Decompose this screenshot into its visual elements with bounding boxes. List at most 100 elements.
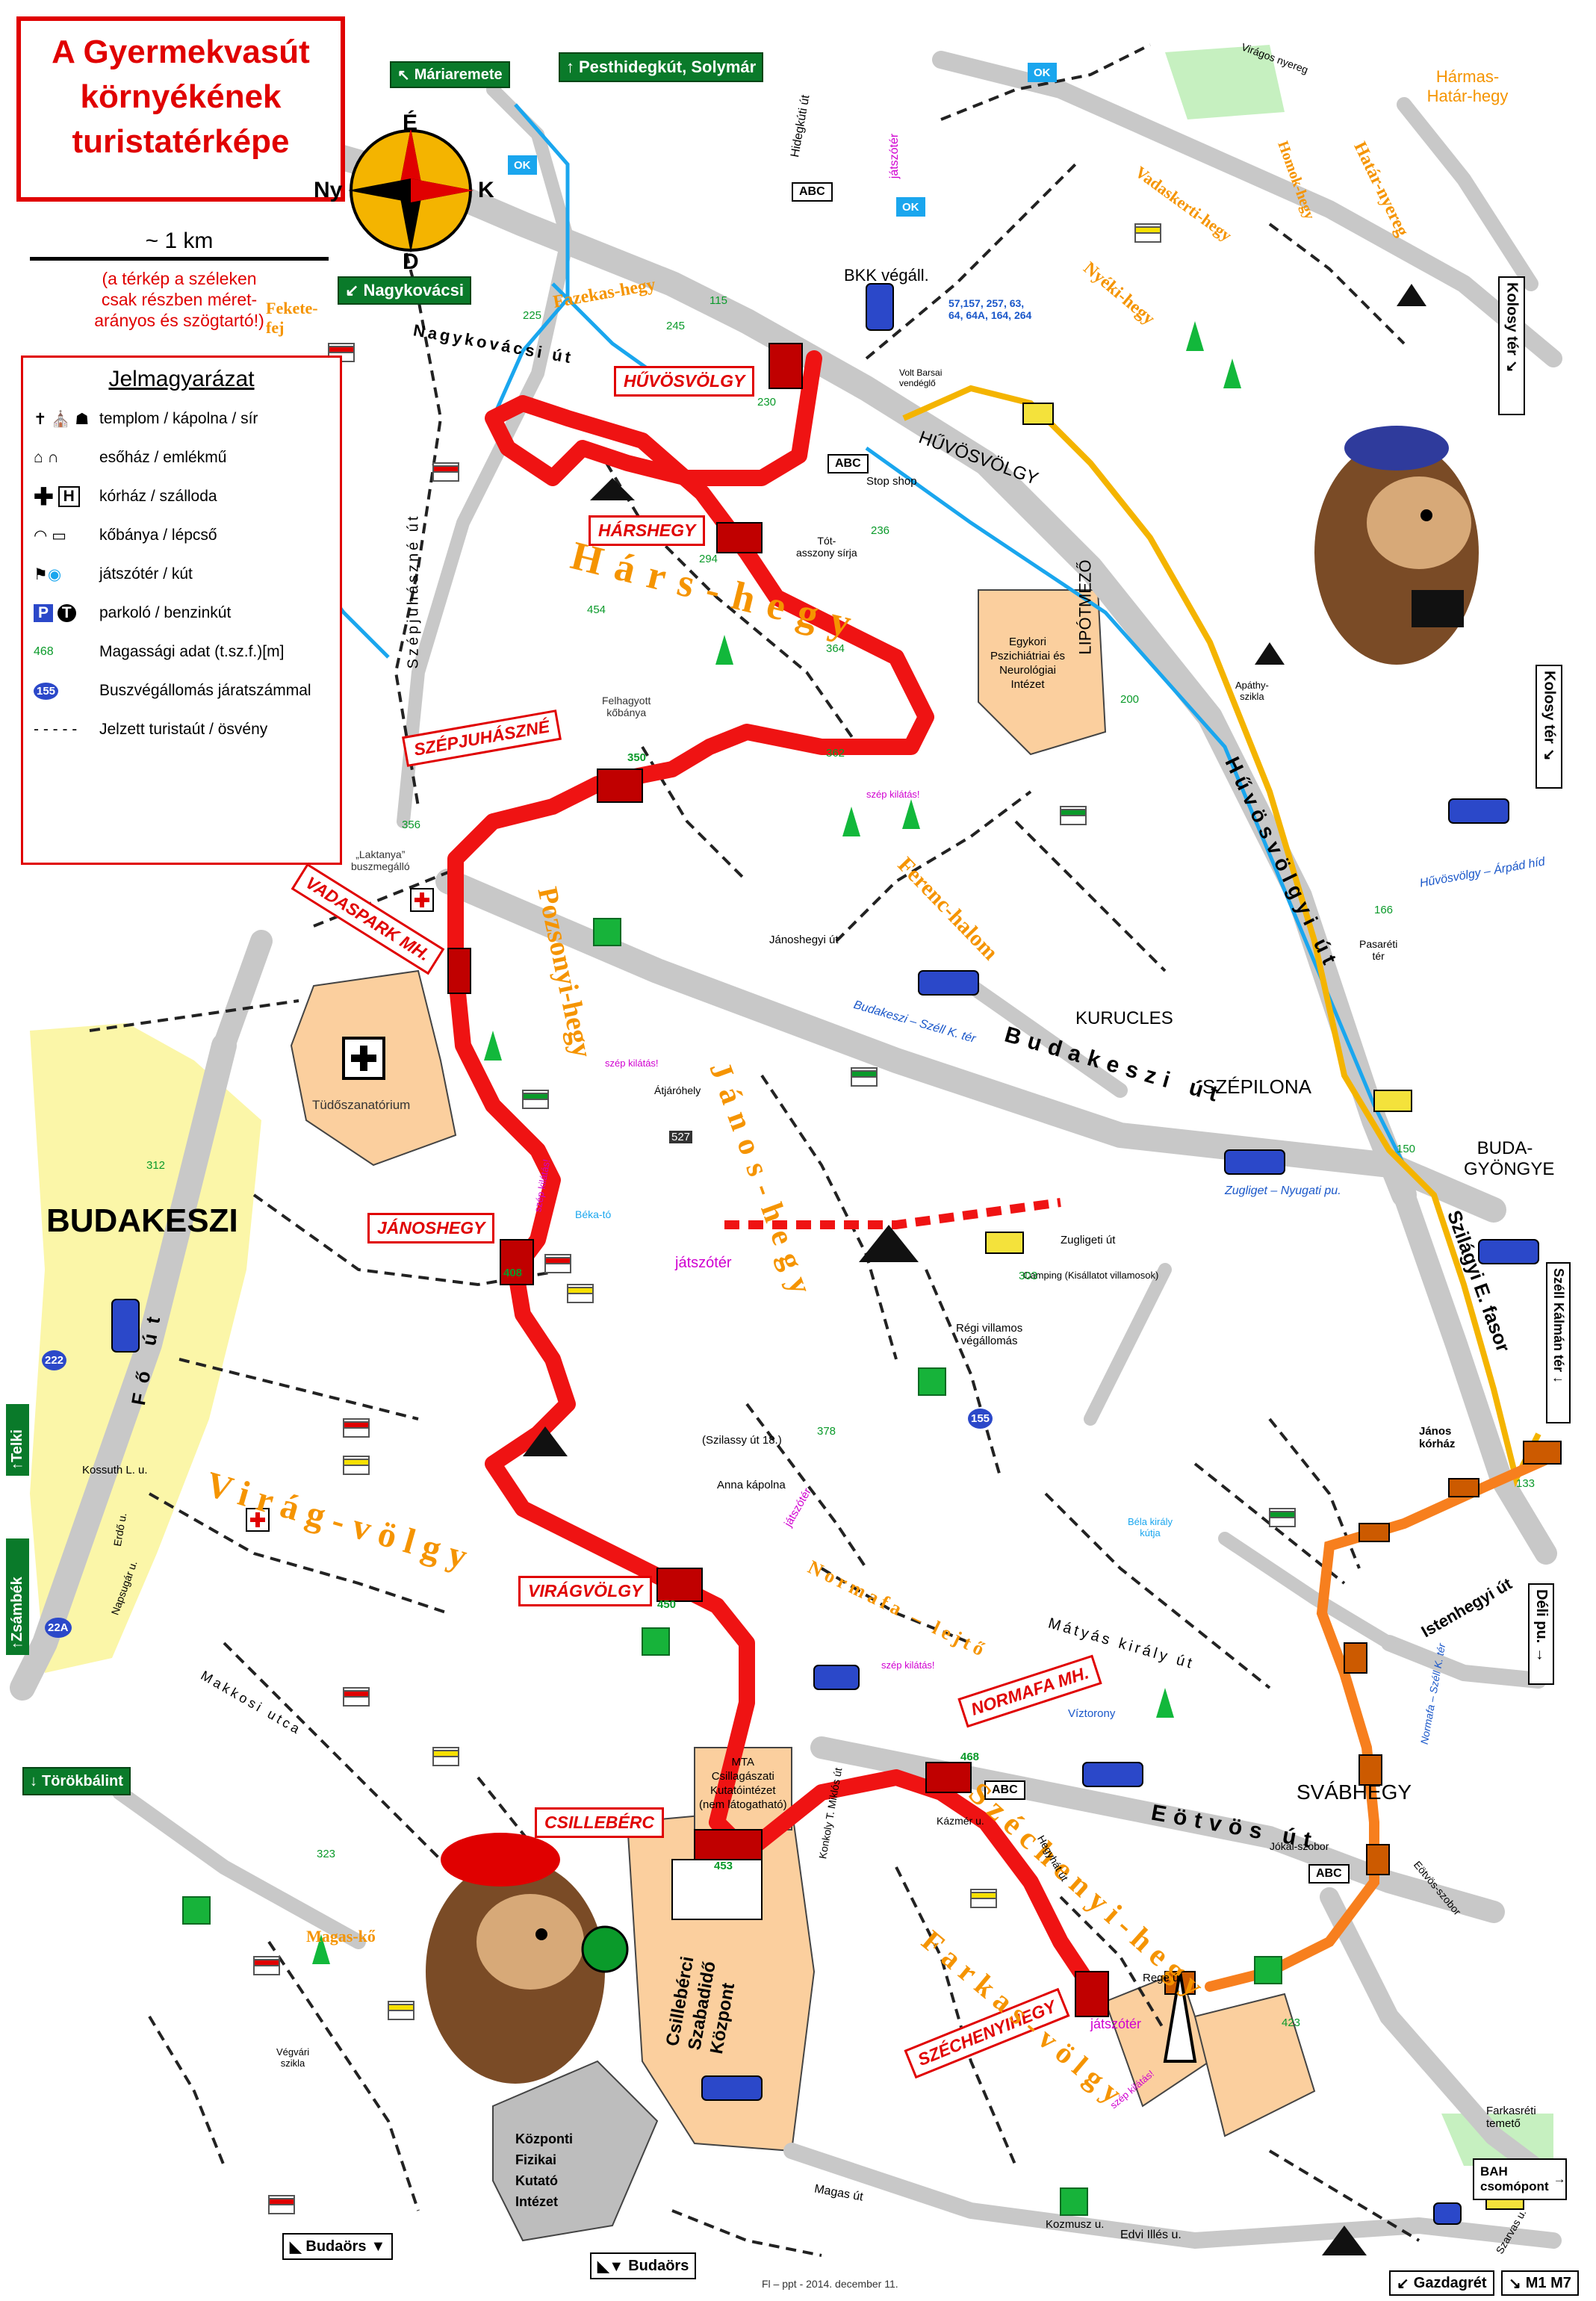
sign-m1-m7: ↘M1 M7 bbox=[1501, 2270, 1579, 2296]
sign-mariaremete: ↖Máriaremete bbox=[390, 61, 510, 88]
station-csillebérc[interactable]: CSILLEBÉRC bbox=[535, 1807, 664, 1838]
scale-line bbox=[30, 257, 329, 261]
tv-tower-icon bbox=[1163, 1971, 1197, 2063]
sign-ok-1: OK bbox=[508, 155, 537, 175]
place-viztorony: Víztorony bbox=[1068, 1707, 1116, 1720]
place-bkk: BKK végáll. bbox=[844, 266, 929, 285]
sign-szell-kalman: Széll Kálmán tér↓ bbox=[1546, 1262, 1571, 1423]
station-buildings bbox=[447, 343, 1109, 2017]
sign-ok-3: OK bbox=[1028, 63, 1057, 82]
label-jatszoter-top: játszótér bbox=[888, 133, 901, 179]
title-line-2: környékének bbox=[80, 78, 282, 115]
sign-kolosy-1: Kolosy tér↘ bbox=[1498, 276, 1525, 415]
elevation-468: 468 bbox=[960, 1751, 980, 1763]
legend-row-bus: 155 Buszvégállomás járatszámmal bbox=[34, 671, 329, 710]
place-lipotmezo: LIPÓTMEZŐ bbox=[1075, 559, 1095, 655]
place-bela-to: Béka-tó bbox=[575, 1208, 612, 1220]
peak-icons bbox=[523, 284, 1426, 2255]
arrow-up-left-icon: ↖ bbox=[397, 66, 410, 84]
place-apathy: Apáthy-szikla bbox=[1235, 680, 1269, 702]
bus-icons bbox=[111, 283, 1539, 2225]
hill-fekete: Fekete-fej bbox=[266, 299, 318, 337]
place-svabhegy: SVÁBHEGY bbox=[1297, 1780, 1412, 1804]
elevation-356: 356 bbox=[402, 819, 421, 831]
compass-east: K bbox=[478, 178, 494, 202]
hospital-icons bbox=[246, 888, 434, 1532]
legend-row-elevation: 468 Magassági adat (t.sz.f.)[m] bbox=[34, 633, 329, 671]
elevation-230: 230 bbox=[757, 396, 777, 409]
station-harshegy[interactable]: HÁRSHEGY bbox=[589, 515, 706, 546]
compass-rose bbox=[348, 128, 473, 253]
legend-row-quarry: ◠ ▭ kőbánya / lépcső bbox=[34, 516, 329, 555]
title-line-1: A Gyermekvasút bbox=[52, 34, 310, 70]
sign-ok-2: OK bbox=[896, 197, 925, 217]
label-viewpoint-szep: szép kilátás! bbox=[866, 789, 920, 800]
road-jokai: Jókai-szobor bbox=[1270, 1840, 1329, 1852]
bus-terminal-icon: 155 bbox=[34, 682, 99, 700]
elevation-245: 245 bbox=[666, 320, 686, 332]
elevation-150: 150 bbox=[1397, 1143, 1416, 1155]
place-szilassy: (Szilassy út 18.) bbox=[702, 1434, 782, 1447]
legend-row-shelter: ⌂ ∩ esőház / emlékmű bbox=[34, 438, 329, 477]
cogwheel-line bbox=[1205, 1451, 1559, 1992]
elevation-323: 323 bbox=[317, 1848, 336, 1860]
legend-row-church: ✝ ⛪ ☗ templom / kápolna / sír bbox=[34, 400, 329, 438]
legend-row-playground: ⚑ ◉ játszótér / kút bbox=[34, 555, 329, 594]
elevation-303: 303 bbox=[1019, 1270, 1038, 1282]
arrow-down-icon: ↓ bbox=[30, 1772, 37, 1789]
sign-torokbalint: ↓Törökbálint bbox=[22, 1767, 131, 1795]
sign-abc-jokai: ABC bbox=[1308, 1864, 1350, 1884]
elevation-408: 408 bbox=[503, 1267, 523, 1279]
sign-budaors-1: ◣Budaörs▼ bbox=[282, 2233, 394, 2260]
label-viewpoint-normafa: szép kilátás! bbox=[881, 1659, 935, 1671]
station-huvosvolgy[interactable]: HŰVÖSVÖLGY bbox=[614, 366, 755, 397]
scale-bar: ~ 1 km (a térkép a széleken csak részben… bbox=[22, 229, 336, 331]
place-atjaro: Átjáróhely bbox=[654, 1084, 701, 1096]
elevation-icon: 468 bbox=[34, 645, 54, 658]
hill-haromhatar: Hármas-Határ-hegy bbox=[1426, 67, 1509, 105]
road-szepjuhaszne: Szépjuhászné út bbox=[405, 513, 422, 669]
sign-abc-svab: ABC bbox=[984, 1780, 1025, 1800]
bus-lines-bkk: 57,157, 257, 63, 64, 64A, 164, 264 bbox=[948, 297, 1032, 321]
elevation-115: 115 bbox=[709, 294, 727, 307]
elevation-378: 378 bbox=[817, 1425, 836, 1438]
elevation-166: 166 bbox=[1374, 904, 1394, 916]
hospital-hotel-icon: ✚ H bbox=[34, 482, 99, 511]
elevation-294: 294 bbox=[699, 553, 718, 565]
label-jatszoter-janos: játszótér bbox=[675, 1255, 732, 1271]
legend-label: templom / kápolna / sír bbox=[99, 410, 258, 427]
elevation-454: 454 bbox=[587, 603, 606, 616]
legend-label: játszótér / kút bbox=[99, 565, 193, 583]
arrow-up-icon: ↑ bbox=[566, 58, 574, 76]
hedgehog-mascot-top bbox=[1314, 426, 1479, 665]
svabhegy-area-2 bbox=[1193, 1993, 1316, 2137]
sign-pesthidegkut: ↑Pesthidegkút, Solymár bbox=[559, 52, 764, 82]
scale-note-1: (a térkép a széleken bbox=[102, 269, 257, 288]
legend-label: kőbánya / lépcső bbox=[99, 527, 217, 544]
place-kurucles: KURUCLES bbox=[1075, 1008, 1173, 1028]
arrow-right-icon: → bbox=[1533, 1648, 1550, 1663]
arrow-left-icon: ↑ bbox=[9, 1462, 25, 1470]
scale-note: (a térkép a széleken csak részben méret-… bbox=[22, 268, 336, 331]
elevation-225: 225 bbox=[523, 309, 542, 322]
road-edvi: Edvi Illés u. bbox=[1120, 2229, 1182, 2241]
janoshegy-chairlift bbox=[724, 1198, 1061, 1229]
scale-label: ~ 1 km bbox=[145, 229, 214, 253]
hedgehog-mascot-bottom bbox=[426, 1833, 629, 2084]
elevation-362: 362 bbox=[826, 747, 845, 760]
sign-bah: BAH csomópont→ bbox=[1473, 2158, 1567, 2200]
label-jatszoter-szechenyi: játszótér bbox=[1090, 2016, 1142, 2031]
elevation-450: 450 bbox=[657, 1598, 677, 1611]
place-anna: Anna kápolna bbox=[717, 1479, 786, 1491]
sign-telki: ↑Telki bbox=[6, 1404, 29, 1476]
arrow-down-left-icon: ↙ bbox=[1397, 2275, 1409, 2292]
station-janoshegy[interactable]: JÁNOSHEGY bbox=[367, 1213, 495, 1243]
footer-credit: Fl – ppt - 2014. december 11. bbox=[762, 2278, 898, 2290]
station-viragvolgy[interactable]: VIRÁGVÖLGY bbox=[518, 1576, 653, 1606]
playground-well-icon: ⚑ ◉ bbox=[34, 565, 62, 583]
legend-label: Jelzett turistaút / ösvény bbox=[99, 721, 268, 738]
